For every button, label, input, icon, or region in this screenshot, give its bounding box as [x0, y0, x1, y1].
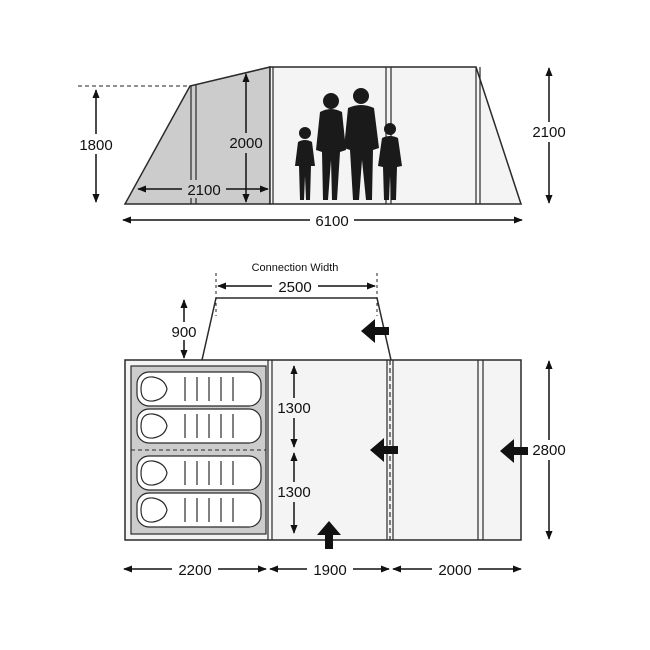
dim-connection-width: 2500: [278, 279, 311, 296]
dim-right-width: 2000: [438, 562, 471, 579]
dim-total-width: 6100: [315, 213, 348, 230]
dim-left-height: 1800: [79, 137, 112, 154]
dim-bay-upper: 1300: [277, 400, 310, 417]
dim-inner-height: 2000: [229, 135, 262, 152]
dim-depth: 2800: [532, 442, 565, 459]
dim-left-width: 2200: [178, 562, 211, 579]
dim-inner-width: 2100: [187, 182, 220, 199]
door-arrow-icon: [317, 319, 529, 549]
dim-middle-width: 1900: [313, 562, 346, 579]
canopy-outline: [201, 297, 392, 361]
connection-width-label: Connection Width: [252, 262, 339, 274]
side-view: 1800 2000 2100 2100 6100: [78, 66, 572, 230]
dim-canopy-depth: 900: [171, 324, 196, 341]
plan-view: Connection Width 2500 900: [123, 262, 572, 579]
sleeping-bag-icon: [136, 371, 262, 528]
family-silhouette-icon: [295, 88, 402, 200]
dim-bay-lower: 1300: [277, 484, 310, 501]
dim-right-height: 2100: [532, 124, 565, 141]
